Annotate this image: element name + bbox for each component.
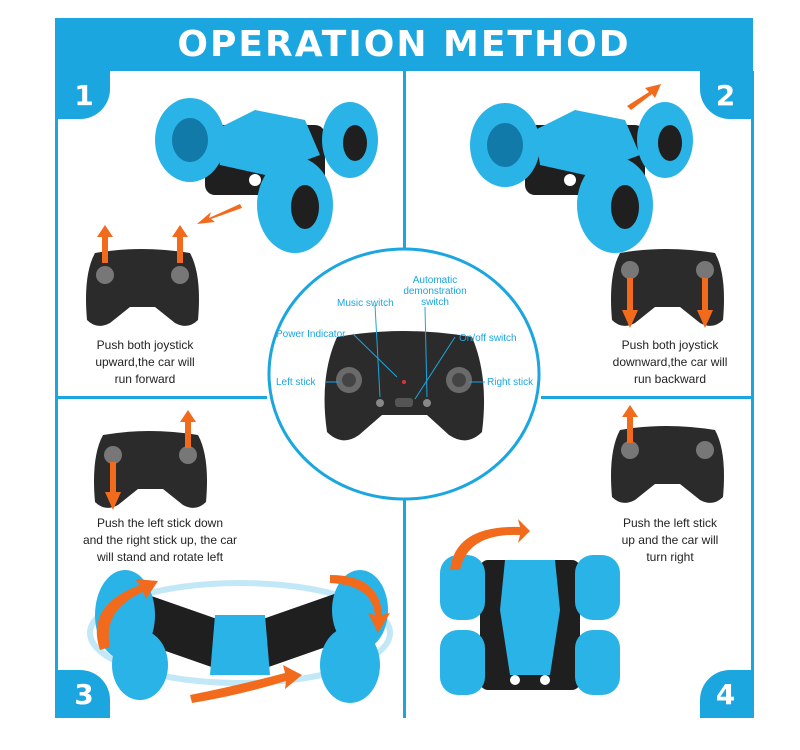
page-title: OPERATION METHOD — [177, 24, 631, 65]
car-image-4 — [440, 519, 620, 695]
arrow-icon-down-left — [197, 204, 242, 224]
arrow-icon-up-right — [627, 84, 661, 110]
step-1-badge: 1 — [58, 71, 110, 119]
label-on-off-switch: On/off switch — [459, 333, 517, 344]
label-right-stick: Right stick — [487, 377, 534, 388]
controller-image-2 — [611, 249, 724, 328]
step-3-badge: 3 — [58, 670, 110, 718]
divider-vertical-top — [403, 71, 406, 249]
title-banner: OPERATION METHOD — [55, 18, 753, 71]
step-1-caption: Push both joystick upward,the car will r… — [95, 338, 195, 386]
car-image-2 — [470, 102, 693, 253]
divider-vertical-bottom — [403, 500, 406, 718]
controller-image-3 — [94, 410, 207, 510]
step-4-badge: 4 — [700, 670, 751, 718]
right-border — [751, 71, 754, 718]
left-border — [55, 71, 58, 718]
label-auto-demo-switch: Automatic demonstration switch — [403, 275, 467, 308]
controller-diagram-circle — [267, 247, 541, 501]
step-2-caption: Push both joystick downward,the car will… — [612, 338, 728, 386]
step-3-caption: Push the left stick down and the right s… — [82, 516, 238, 564]
divider-horizontal-right — [541, 396, 754, 399]
step-4-caption: Push the left stick up and the car will … — [621, 516, 719, 564]
label-music-switch: Music switch — [337, 298, 394, 309]
controller-image-1 — [86, 225, 199, 326]
car-image-1 — [155, 98, 378, 253]
controller-image-4 — [611, 405, 724, 503]
step-2-badge: 2 — [700, 71, 751, 119]
label-power-indicator: Power Indicator — [276, 329, 346, 340]
label-left-stick: Left stick — [276, 377, 316, 388]
divider-horizontal-left — [55, 396, 267, 399]
car-image-3 — [87, 570, 393, 703]
